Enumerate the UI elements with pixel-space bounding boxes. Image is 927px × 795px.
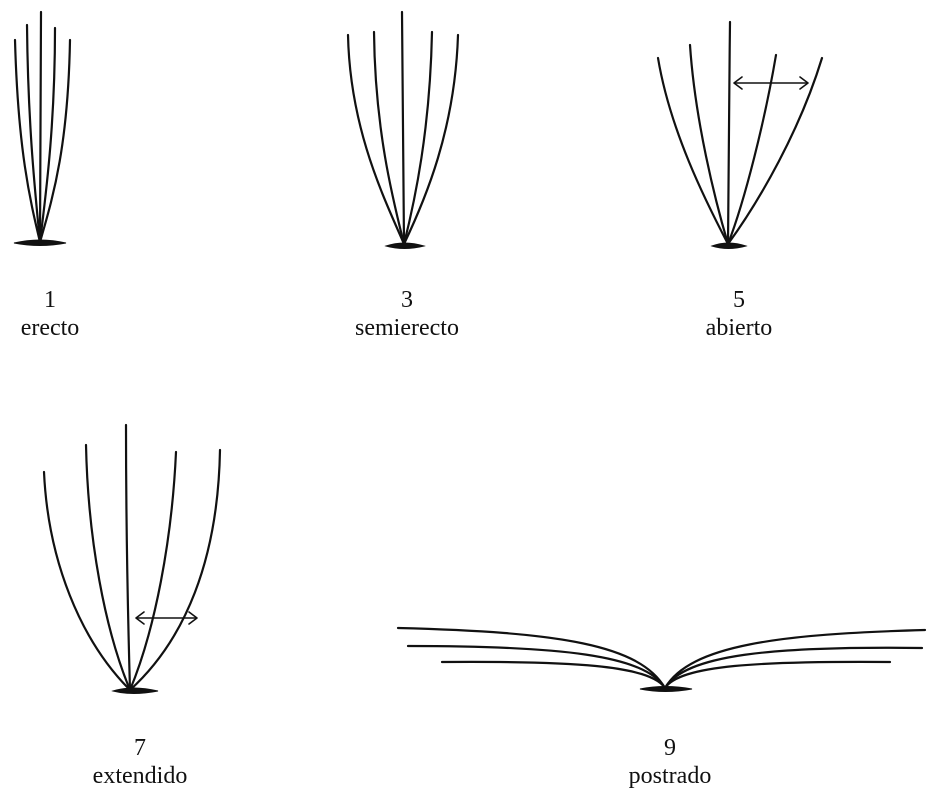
stem [130, 452, 176, 690]
habit-label: extendido [40, 762, 240, 790]
stem [728, 58, 822, 244]
stem [408, 646, 665, 688]
plant-postrado-figure [398, 628, 925, 692]
habit-label: abierto [639, 314, 839, 342]
stem [665, 648, 922, 688]
stem [690, 45, 728, 244]
habit-number: 5 [639, 286, 839, 314]
habit-number: 1 [0, 286, 150, 314]
plant-base [113, 688, 158, 694]
plant-base [14, 240, 66, 246]
plant-abierto-figure [658, 22, 822, 249]
stem [40, 12, 41, 242]
habit-number: 7 [40, 734, 240, 762]
caption-postrado: 9 postrado [570, 734, 770, 790]
stem [86, 445, 130, 690]
caption-abierto: 5 abierto [639, 286, 839, 342]
stem [728, 22, 730, 244]
habit-number: 3 [307, 286, 507, 314]
stem [40, 28, 55, 242]
plant-erecto-figure [14, 12, 70, 246]
spread-arrow [136, 612, 197, 624]
habit-label: erecto [0, 314, 150, 342]
plant-semierecto-figure [348, 12, 458, 249]
habit-number: 9 [570, 734, 770, 762]
caption-semierecto: 3 semierecto [307, 286, 507, 342]
stem [665, 630, 925, 688]
stem [126, 425, 130, 690]
plant-base [640, 687, 692, 692]
plant-base [386, 243, 424, 249]
caption-extendido: 7 extendido [40, 734, 240, 790]
plant-base [712, 243, 746, 249]
stem [398, 628, 665, 688]
caption-erecto: 1 erecto [0, 286, 150, 342]
plant-extendido-figure [44, 425, 220, 694]
habit-label: postrado [570, 762, 770, 790]
stem [402, 12, 404, 244]
habit-label: semierecto [307, 314, 507, 342]
